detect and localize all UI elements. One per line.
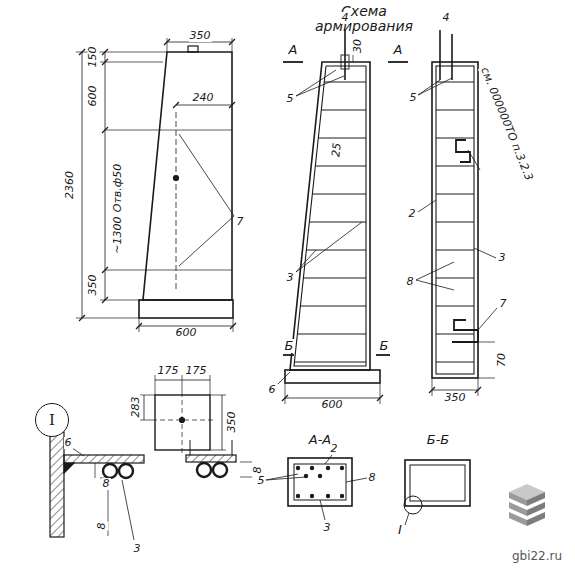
stirrup bbox=[436, 194, 474, 195]
dimension-label: 30 bbox=[352, 38, 364, 54]
dimension-label: Б bbox=[379, 339, 390, 353]
elevation-view bbox=[76, 38, 236, 332]
dimension-label: Б bbox=[284, 339, 295, 353]
stirrup bbox=[436, 82, 474, 83]
dimension-label: 600 bbox=[87, 85, 99, 108]
stirrup bbox=[321, 110, 366, 111]
dimension-label: 6 bbox=[64, 437, 73, 449]
plan-view bbox=[140, 375, 226, 453]
detail-view bbox=[50, 432, 252, 540]
dimension-label: 283 bbox=[130, 396, 142, 419]
dimension-label: 3 bbox=[286, 272, 295, 284]
stirrup bbox=[294, 362, 366, 363]
dimension-label: 2 bbox=[330, 443, 339, 455]
dimension-label: 8 bbox=[252, 466, 264, 475]
stirrup bbox=[300, 306, 366, 307]
dimension-label: 350 bbox=[87, 274, 99, 297]
dimension-label: I bbox=[397, 523, 403, 537]
dimension-label: 175 bbox=[185, 365, 208, 377]
dimension-label: см. 000000ТО п.3.2.3 bbox=[477, 65, 534, 183]
stirrup bbox=[436, 362, 474, 363]
dimension-label: 3 bbox=[498, 252, 507, 264]
dimension-label: 25 bbox=[330, 141, 344, 158]
dimension-label: 2 bbox=[408, 208, 417, 220]
stirrup bbox=[315, 166, 366, 167]
stirrup bbox=[306, 250, 366, 251]
detail-circle: I bbox=[35, 403, 69, 437]
dimension-label: 6 bbox=[268, 384, 277, 396]
section-views bbox=[266, 455, 470, 525]
stirrup bbox=[318, 138, 366, 139]
dimension-label: ~1300 bbox=[112, 215, 124, 254]
dimension-label: 8 bbox=[102, 478, 111, 490]
dimension-label: 5 bbox=[409, 92, 418, 104]
dimension-label: 240 bbox=[192, 92, 215, 104]
dimension-label: 600 bbox=[175, 327, 198, 339]
dimension-label: А bbox=[393, 43, 404, 57]
stirrup bbox=[312, 194, 366, 195]
dimension-label: 70 bbox=[496, 352, 508, 368]
stirrup bbox=[436, 222, 474, 223]
dimension-label: 7 bbox=[499, 298, 508, 310]
dimension-label: 8 bbox=[368, 472, 377, 484]
dimension-label: 5 bbox=[257, 475, 266, 487]
dimension-label: 4 bbox=[341, 12, 350, 24]
stirrup bbox=[436, 250, 474, 251]
dimension-label: А bbox=[288, 43, 299, 57]
dimension-label: 2360 bbox=[64, 170, 76, 200]
stirrup bbox=[436, 306, 474, 307]
detail-mark: I bbox=[49, 411, 55, 429]
stirrup bbox=[436, 110, 474, 111]
dimension-label: 8 bbox=[406, 276, 415, 288]
dimension-label: Б-Б bbox=[426, 433, 451, 447]
dimension-label: 8 bbox=[96, 522, 108, 531]
stirrup bbox=[436, 138, 474, 139]
stirrup bbox=[324, 82, 366, 83]
dimension-label: 5 bbox=[286, 93, 295, 105]
watermark: gbi22.ru bbox=[511, 550, 563, 563]
stirrup bbox=[303, 278, 366, 279]
dimension-label: 3 bbox=[323, 522, 332, 534]
dimension-label: 350 bbox=[226, 411, 238, 434]
stirrup bbox=[309, 222, 366, 223]
dimension-label: 3 bbox=[133, 543, 142, 555]
dimension-label: Отв.ф50 bbox=[112, 163, 124, 213]
stirrup bbox=[436, 278, 474, 279]
dimension-label: 350 bbox=[189, 30, 212, 42]
dimension-label: 7 bbox=[236, 216, 245, 228]
dimension-label: 600 bbox=[321, 399, 344, 411]
dimension-label: 150 bbox=[87, 46, 99, 69]
dimension-label: 4 bbox=[442, 12, 451, 24]
dimension-label: 350 bbox=[444, 392, 467, 404]
view-title: Схема армирования bbox=[314, 4, 414, 35]
watermark-logo bbox=[509, 484, 545, 526]
reinforcement-view bbox=[278, 30, 408, 404]
stirrup bbox=[297, 334, 366, 335]
dimension-label: 175 bbox=[157, 365, 180, 377]
stirrup bbox=[436, 334, 474, 335]
stirrup bbox=[436, 166, 474, 167]
